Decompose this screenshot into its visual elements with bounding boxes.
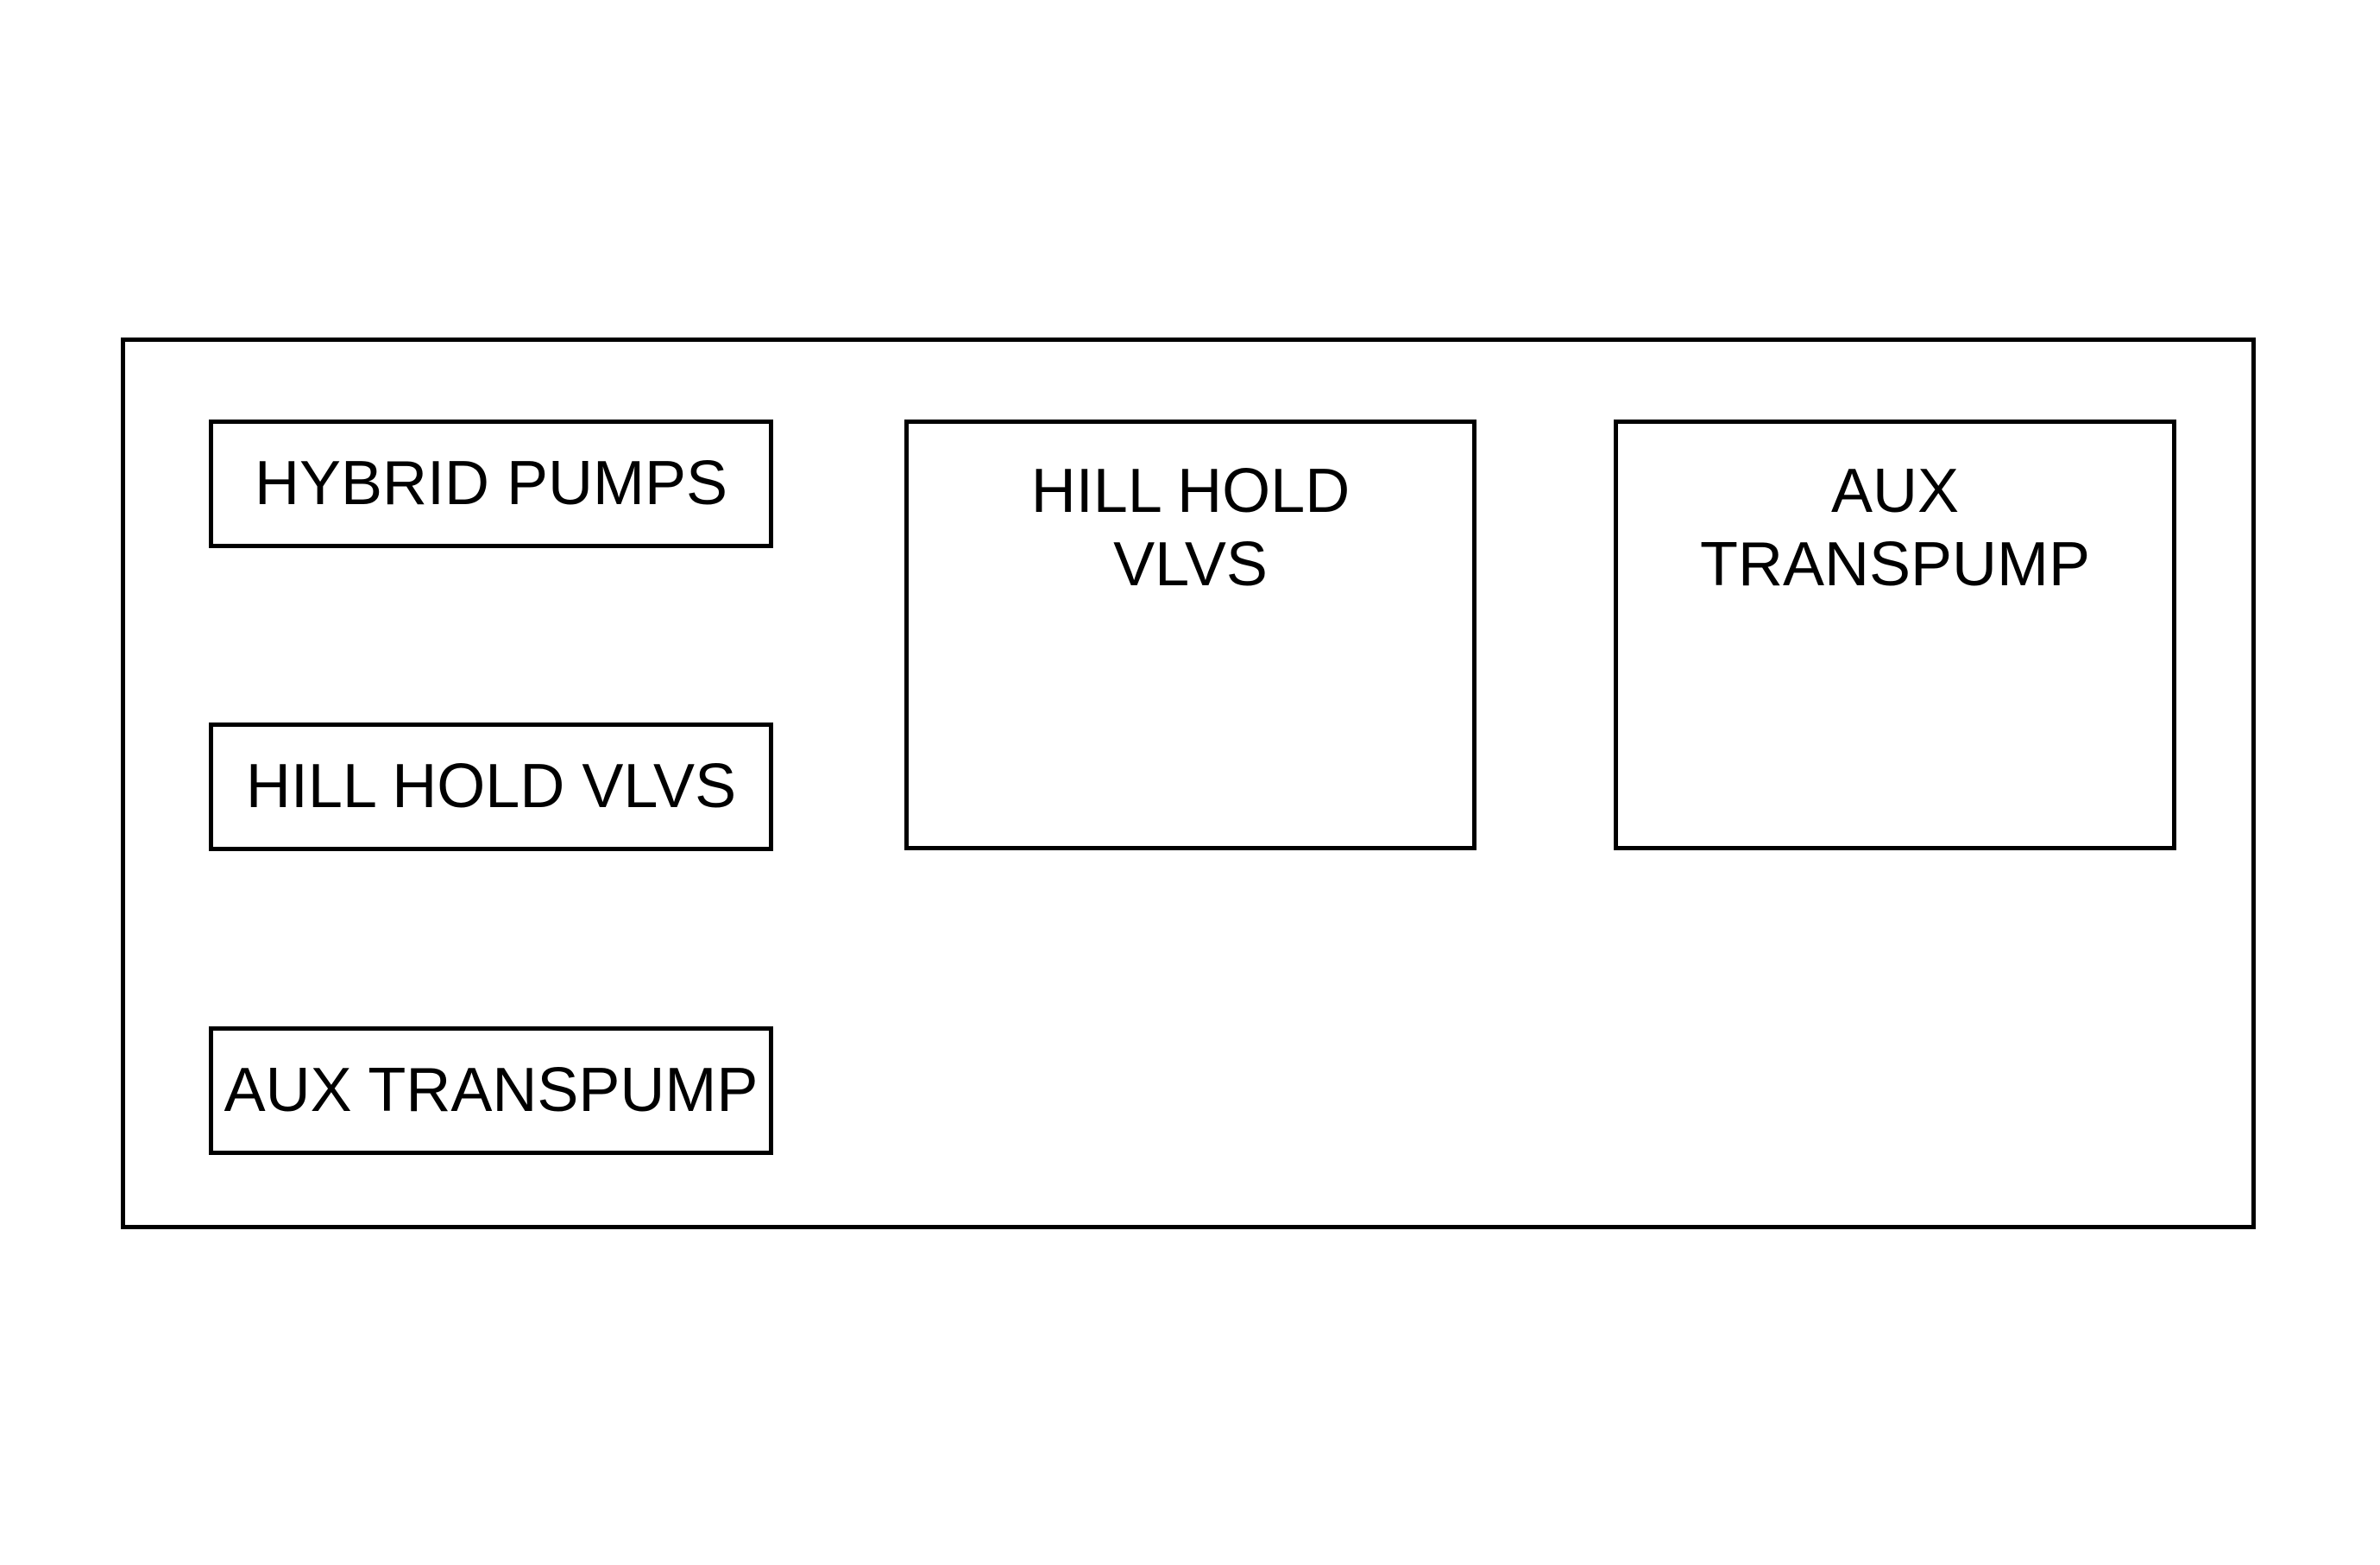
node-hill-hold-vlvs-large-label: HILL HOLD VLVS <box>1030 457 1351 599</box>
node-hill-hold-vlvs-large[interactable]: HILL HOLD VLVS <box>904 420 1476 850</box>
node-hill-hold-vlvs-small[interactable]: HILL HOLD VLVS <box>209 723 773 851</box>
node-aux-transpump-large[interactable]: AUX TRANSPUMP <box>1614 420 2176 850</box>
node-aux-transpump-large-label: AUX TRANSPUMP <box>1699 457 2091 599</box>
node-aux-transpump-small[interactable]: AUX TRANSPUMP <box>209 1026 773 1155</box>
node-hybrid-pumps[interactable]: HYBRID PUMPS <box>209 420 773 548</box>
node-hill-hold-vlvs-small-label: HILL HOLD VLVS <box>245 752 737 821</box>
diagram-outer-frame: HYBRID PUMPS HILL HOLD VLVS AUX TRANSPUM… <box>121 338 2256 1229</box>
node-hybrid-pumps-label: HYBRID PUMPS <box>254 449 728 518</box>
node-aux-transpump-small-label: AUX TRANSPUMP <box>224 1056 759 1125</box>
